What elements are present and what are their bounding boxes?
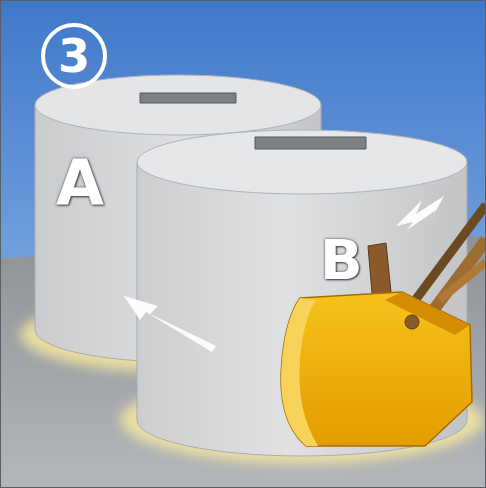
step-number: 3 bbox=[58, 33, 90, 79]
cylinder-top bbox=[137, 130, 467, 194]
excavator-arm bbox=[440, 262, 486, 300]
pointer-arrow bbox=[124, 196, 444, 352]
part-letter: B bbox=[320, 232, 363, 288]
excavator-bucket bbox=[281, 292, 472, 446]
cylinder-top bbox=[35, 75, 321, 135]
bucket-top bbox=[385, 292, 470, 335]
bucket-pin bbox=[405, 315, 419, 329]
lid-slab bbox=[255, 137, 366, 149]
part-letter: A bbox=[56, 152, 104, 214]
badge-outline bbox=[43, 25, 105, 87]
lid-slab bbox=[140, 93, 236, 103]
step-badge: 3 bbox=[40, 22, 108, 90]
bucket-side bbox=[281, 298, 318, 446]
